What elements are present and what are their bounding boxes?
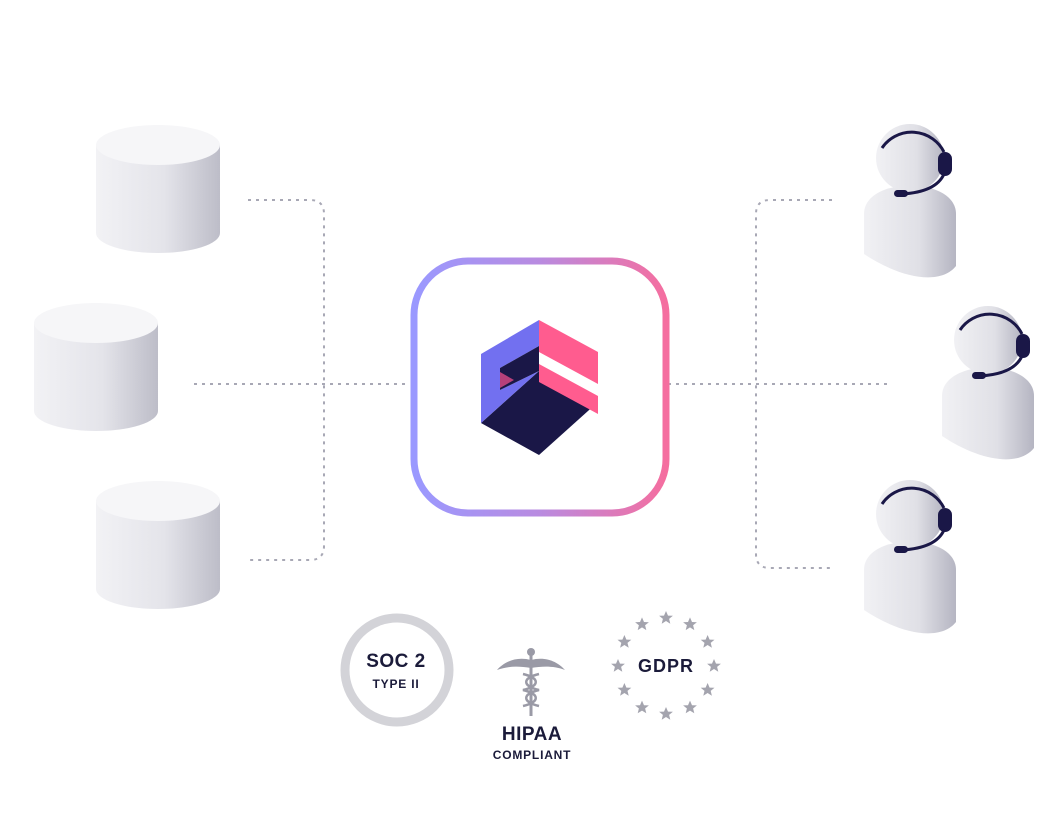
connector-lines [194,199,888,569]
headset-agent-icon [862,478,958,635]
connector-agents [755,199,832,569]
gdpr-star-icon [617,683,632,696]
gdpr-star-icon [659,611,673,624]
connector-db-top [248,199,325,561]
database-icon [34,303,158,431]
gdpr-star-icon [635,617,649,631]
gdpr-star-icon [635,700,649,714]
soc2-ring-badge [340,613,454,727]
database-icon [96,481,220,609]
gdpr-star-icon [700,635,715,648]
gdpr-star-icon [683,617,697,631]
gdpr-title: GDPR [637,656,694,676]
gdpr-star-icon [700,683,715,696]
gdpr-star-icon [683,700,697,714]
headset-agent-icon [862,122,958,279]
gdpr-star-icon [617,635,632,648]
hipaa-subtitle: COMPLIANT [492,748,572,762]
caduceus-icon [497,648,565,716]
headset-agent-icon [940,304,1036,461]
soc2-title: SOC 2 [366,651,426,672]
gdpr-star-icon [659,707,673,720]
soc2-subtitle: TYPE II [372,677,420,691]
database-icon [96,125,220,253]
platform-logo-icon [481,320,598,455]
hipaa-title: HIPAA [501,724,563,745]
